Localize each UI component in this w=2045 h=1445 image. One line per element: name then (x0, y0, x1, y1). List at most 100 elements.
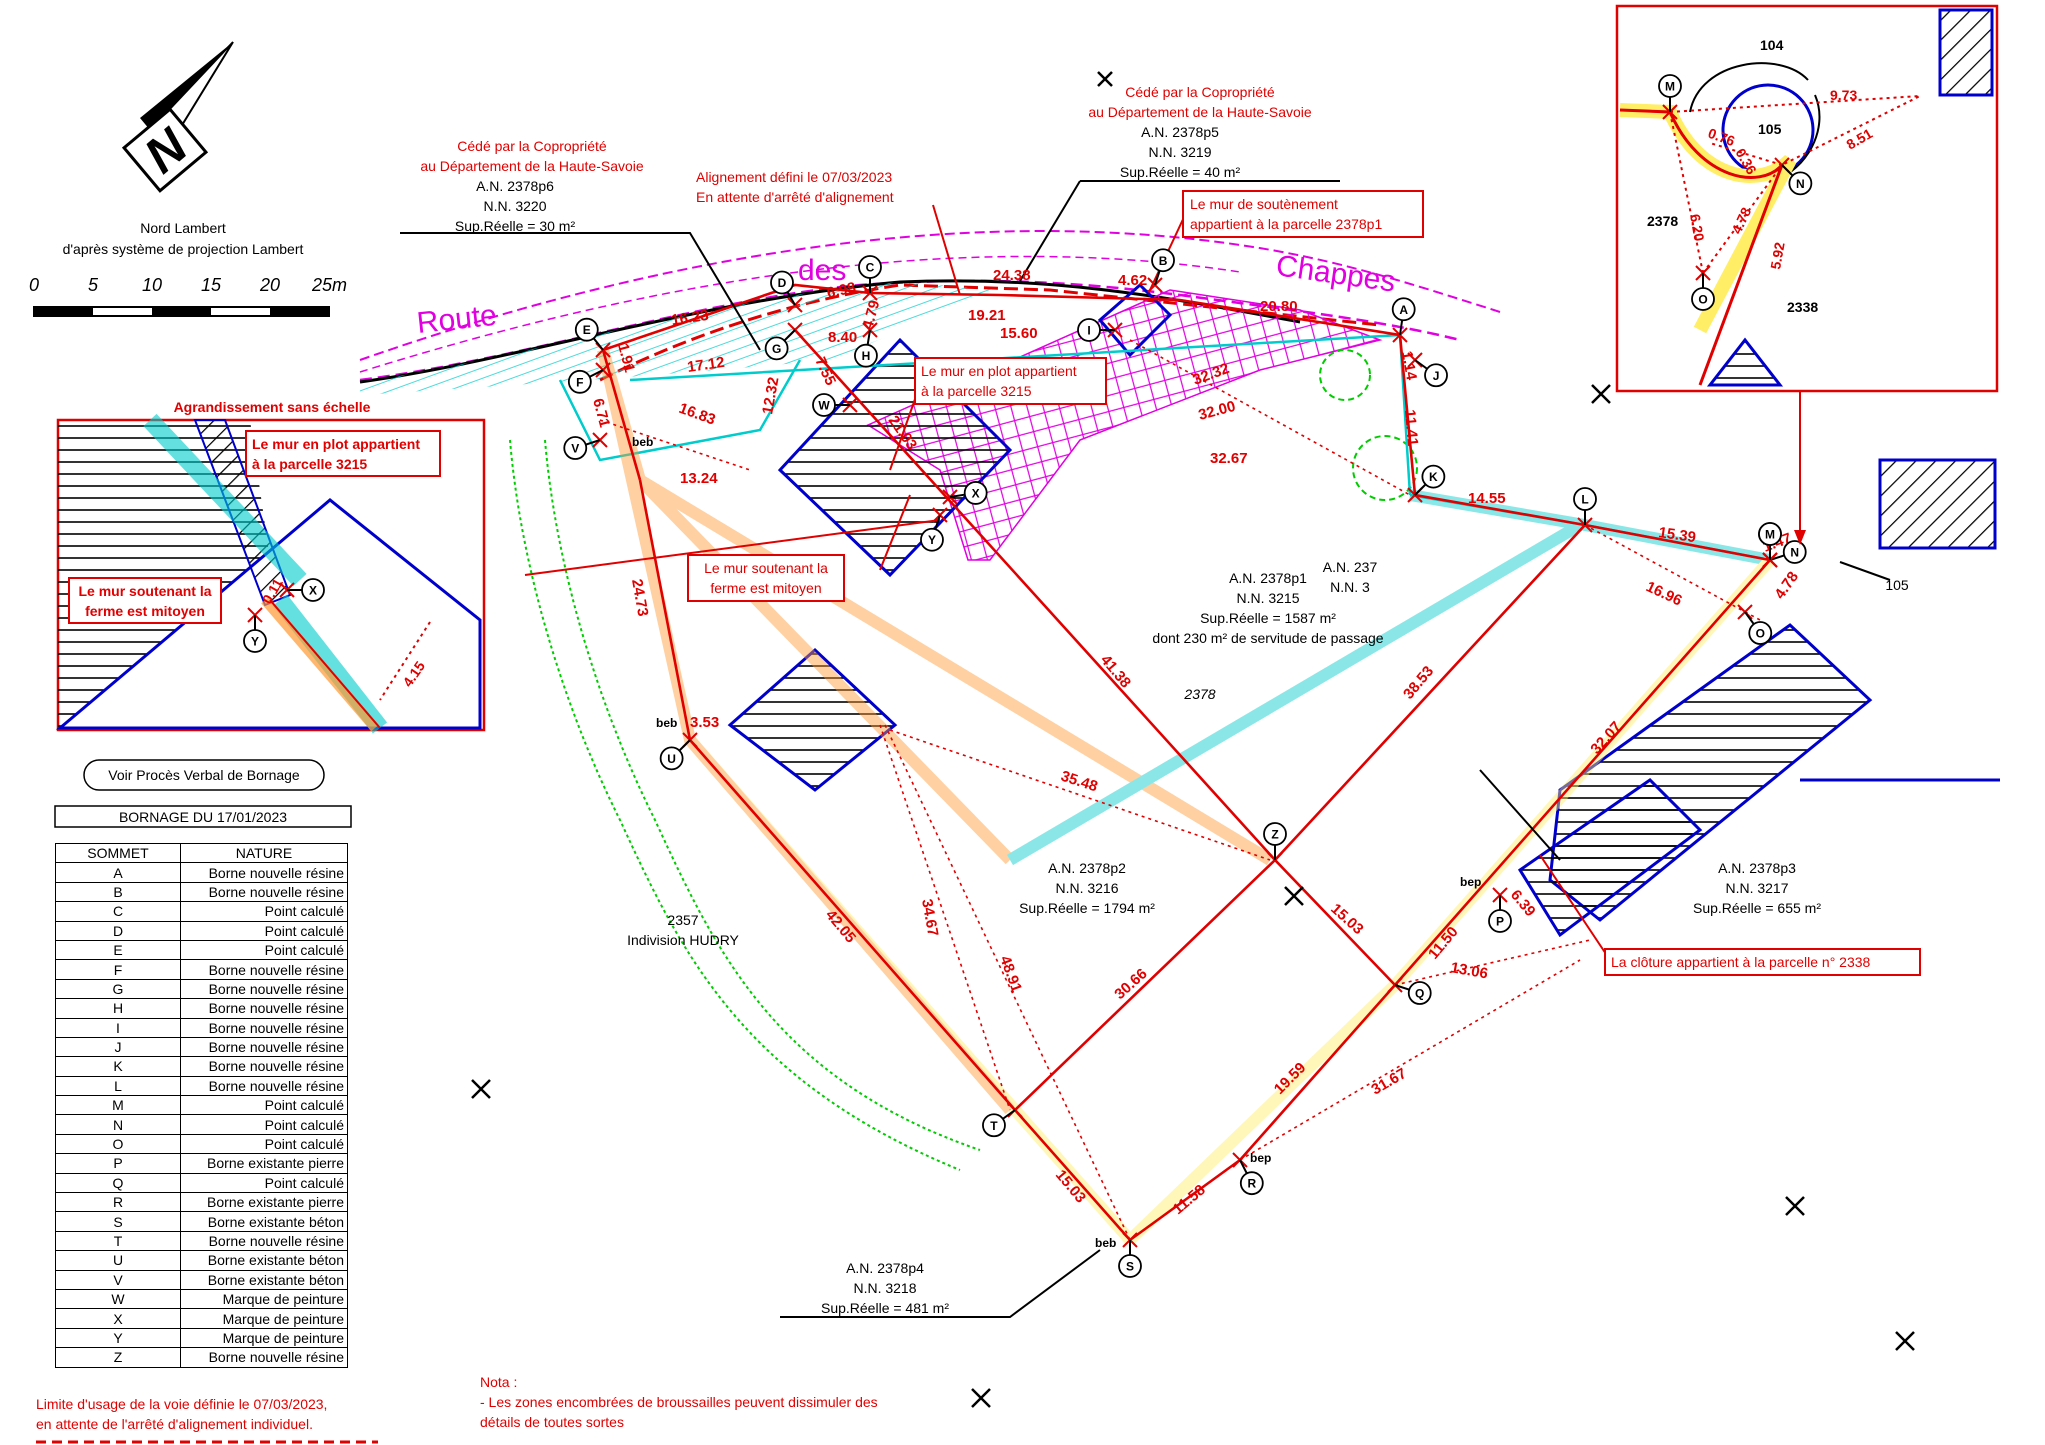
dim-label: 16.23 (670, 307, 710, 329)
p6-sup: Sup.Réelle = 30 m² (455, 218, 576, 234)
bornage-title: BORNAGE DU 17/01/2023 (119, 809, 287, 825)
survey-point-label: T (990, 1119, 998, 1133)
table-cell-nature: Point calculé (180, 1172, 348, 1194)
inset-plot-line-2: à la parcelle 3215 (252, 456, 367, 472)
survey-point-label: W (818, 399, 830, 413)
scale-tick: 20 (259, 275, 280, 295)
inset-plot-line-1: Le mur en plot appartient (252, 436, 420, 452)
p4-an: A.N. 2378p4 (846, 1260, 924, 1276)
survey-point-i: I (1077, 318, 1123, 342)
table-cell-nature: Borne nouvelle résine (180, 959, 348, 980)
table-cell-nature: Borne existante pierre (180, 1192, 348, 1213)
dim-label: 15.60 (1000, 325, 1038, 342)
survey-point-label: S (1126, 1260, 1134, 1274)
north-title: Nord Lambert (140, 220, 226, 236)
dim-label: 13.24 (680, 470, 718, 487)
limite-line-2: en attente de l'arrêté d'alignement indi… (36, 1416, 313, 1432)
survey-point-label: A (1399, 303, 1408, 317)
survey-point-y: Y (243, 607, 267, 653)
p5-an: A.N. 2378p5 (1141, 124, 1219, 140)
vegetation (509, 349, 1418, 1171)
table-cell-sommet: B (55, 881, 181, 903)
dim-label: 4.79 (859, 298, 883, 331)
bep-label: bep (1250, 1151, 1271, 1165)
measure-lines (599, 339, 1761, 1241)
scale-tick: 25m (311, 275, 347, 295)
survey-point-b: B (1147, 248, 1175, 293)
callout-mur-ferme (687, 554, 845, 602)
dim-label: 3.53 (690, 714, 719, 731)
inset-right (1615, 4, 1999, 545)
table-cell-sommet: Y (55, 1327, 181, 1349)
table-cell-sommet: U (55, 1250, 181, 1271)
table-cell-sommet: S (55, 1211, 181, 1232)
survey-point-k: K (1407, 464, 1446, 503)
inset-parcel-104: 104 (1760, 37, 1784, 53)
survey-point-label: J (1433, 369, 1440, 383)
mur-sout-line-1: Le mur de soutènement (1190, 196, 1338, 212)
scale-tick: 15 (201, 275, 222, 295)
dim-label: 38.53 (1400, 663, 1437, 703)
survey-point-label: U (667, 752, 676, 766)
table-header: NATURE (180, 842, 348, 864)
survey-point-n: N (1774, 157, 1813, 196)
p1-an: A.N. 2378p1 (1229, 570, 1307, 586)
table-header-row: SOMMET NATURE (55, 842, 348, 864)
survey-point-label: L (1581, 493, 1588, 507)
callout-mur-plot (914, 357, 1107, 405)
table-cell-sommet: J (55, 1036, 181, 1058)
inset-points: XY (243, 578, 325, 653)
table-cell-sommet: D (55, 920, 181, 941)
p3-sup: Sup.Réelle = 655 m² (1693, 900, 1821, 916)
dim-label: 4.62 (1118, 272, 1147, 289)
dim-label: 16.96 (1643, 578, 1684, 609)
scale-tick: 10 (142, 275, 162, 295)
table-cell-nature: Borne existante béton (180, 1250, 348, 1271)
table-cell-nature: Borne nouvelle résine (180, 1036, 348, 1058)
table-cell-sommet: M (55, 1095, 181, 1116)
dim-label: 15.39 (1657, 524, 1697, 546)
road-name-3: Chappes (1274, 249, 1398, 298)
north-subtitle: d'après système de projection Lambert (63, 241, 304, 257)
table-cell-nature: Point calculé (180, 939, 348, 961)
survey-point-label: F (576, 375, 583, 389)
table-cell-sommet: A (55, 862, 181, 883)
dim-label: 32.67 (1210, 450, 1248, 467)
survey-point-label: R (1247, 1177, 1256, 1191)
servitude-area (866, 289, 1383, 561)
p3-nn: N.N. 3217 (1725, 880, 1788, 896)
hudry-name: Indivision HUDRY (627, 932, 739, 948)
north-arrow-icon: N (121, 41, 234, 193)
survey-point-label: Q (1415, 987, 1424, 1001)
dim-label: 11.41 (1401, 409, 1421, 447)
pv-bornage-label: Voir Procès Verbal de Bornage (108, 767, 300, 783)
dim-label: 14.55 (1468, 490, 1506, 507)
table-cell-nature: Marque de peinture (180, 1288, 348, 1310)
leader-lines (400, 180, 1340, 1318)
table-cell-sommet: O (55, 1133, 181, 1155)
table-cell-nature: Borne nouvelle résine (180, 1075, 348, 1097)
p5-label-1: Cédé par la Copropriété (1125, 84, 1275, 100)
dim-label: 24.73 (628, 578, 651, 618)
p3-an: A.N. 2378p3 (1718, 860, 1796, 876)
ref-105-line (1839, 561, 1891, 581)
survey-point-label: C (866, 261, 875, 275)
survey-point-label: P (1496, 915, 1504, 929)
table-cell-sommet: E (55, 939, 181, 961)
beb-label: beb (656, 716, 677, 730)
survey-point-v: V (563, 432, 608, 460)
parcel-105-label: 105 (1885, 577, 1909, 593)
survey-point-m: M (1758, 522, 1782, 568)
limite-line-1: Limite d'usage de la voie définie le 07/… (36, 1396, 327, 1412)
pv-bornage-button[interactable] (83, 759, 325, 791)
dim-label: 12.32 (759, 376, 782, 416)
p5-label-2: au Département de la Haute-Savoie (1088, 104, 1312, 120)
